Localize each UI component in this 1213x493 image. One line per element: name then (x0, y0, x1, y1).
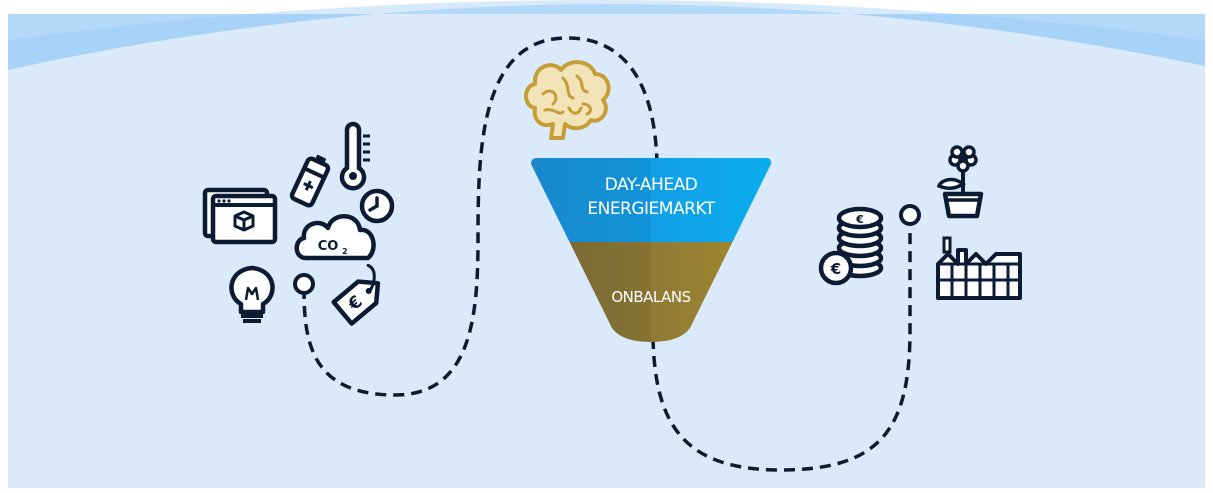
coin-top-euro: € (855, 213, 864, 226)
browser-window-icon (202, 187, 278, 245)
greenhouse-icon (936, 236, 1022, 300)
light-bulb-icon (229, 265, 275, 323)
thermometer-icon (339, 121, 370, 191)
pin-left (293, 273, 315, 295)
funnel-top-section (531, 158, 772, 242)
co2-cloud-icon: CO 2 (294, 214, 376, 261)
brain-icon (524, 60, 611, 140)
top-arc-band (8, 3, 1205, 70)
co2-subscript: 2 (342, 247, 348, 256)
co2-label: CO (318, 239, 339, 254)
coin-euro-symbol: € (830, 260, 841, 278)
battery-icon (289, 154, 331, 208)
pin-right (899, 204, 921, 226)
top-arc-highlight (8, 0, 1205, 40)
funnel-label-line2: ENERGIEMARKT (587, 199, 715, 219)
dashed-flow-path-right (651, 228, 912, 472)
clock-icon (359, 188, 395, 224)
funnel-label-line1: DAY-AHEAD (605, 175, 698, 195)
price-tag-icon: € (331, 263, 381, 326)
dashed-flow-path-left (302, 36, 659, 397)
flower-pot-icon (936, 145, 984, 219)
funnel-label-bottom: ONBALANS (611, 288, 690, 306)
coin-euro-icon: € (818, 250, 854, 286)
